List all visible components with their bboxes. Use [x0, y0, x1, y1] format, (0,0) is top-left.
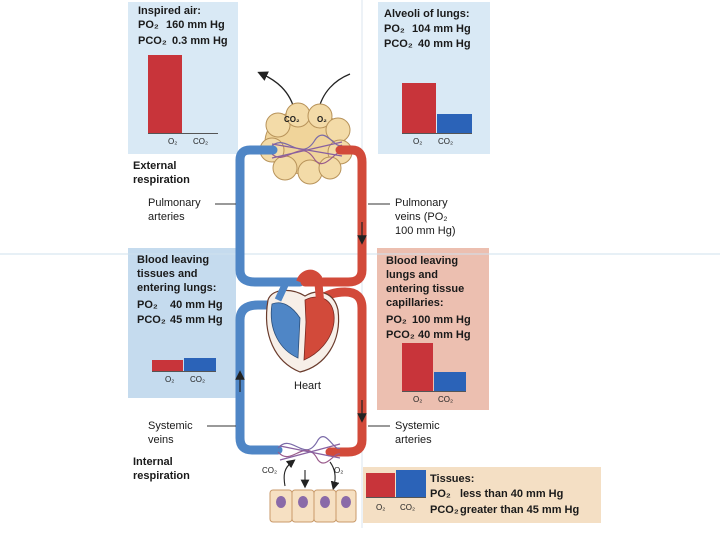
tissue-o2-arrow [329, 461, 340, 491]
alveoli-po2-label: PO₂ [384, 23, 405, 35]
alveoli-title: Alveoli of lungs: [384, 8, 470, 20]
blood-leaving-lungs-line-4: capillaries: [386, 297, 444, 309]
inspired-air-pco2-value: 0.3 mm Hg [172, 35, 228, 47]
blood-leaving-tissues-pco2-value: 45 mm Hg [170, 314, 223, 326]
lung-o2-label: O₂ [317, 115, 327, 124]
blood-leaving-lungs-chart [402, 308, 466, 392]
pulmonary-veins-line-3: 100 mm Hg) [395, 225, 456, 237]
alveoli-cluster [259, 102, 353, 185]
tissues-o2-tick: O₂ [376, 503, 386, 512]
o2-bar [152, 359, 183, 372]
inspired-air-pco2-label: PCO₂ [138, 35, 167, 47]
alveoli-pco2-value: 40 mm Hg [418, 38, 471, 50]
external-respiration-line-2: respiration [133, 174, 190, 186]
pulmonary-arteries-line-1: Pulmonary [148, 197, 201, 209]
pulmonary-artery-vessel [235, 145, 305, 287]
alveoli-po2-value: 104 mm Hg [412, 23, 471, 35]
alveoli-o2-tick: O₂ [413, 137, 423, 146]
inspired-air-title: Inspired air: [138, 5, 201, 17]
o2-bar [148, 54, 182, 134]
inspired-air-po2-label: PO₂ [138, 19, 159, 31]
systemic-arteries-line-2: arteries [395, 434, 432, 446]
pulmonary-vein-vessel [300, 145, 367, 287]
o2-bar [402, 342, 433, 392]
blood-leaving-tissues-o2-tick: O₂ [165, 375, 175, 384]
tissues-co2-tick: CO₂ [400, 503, 416, 512]
o2-bar [366, 472, 395, 498]
tissue-co2-arrow [283, 459, 296, 487]
co2-bar [434, 372, 466, 392]
chart-baseline [148, 133, 218, 134]
internal-respiration-line-1: Internal [133, 456, 173, 468]
alveoli-pco2-label: PCO₂ [384, 38, 413, 50]
internal-respiration-line-2: respiration [133, 470, 190, 482]
blood-leaving-tissues-pco2-label: PCO₂ [137, 314, 166, 326]
chart-baseline [402, 133, 472, 134]
alveoli-chart [402, 50, 472, 134]
inspired-air-o2-tick: O₂ [168, 137, 178, 146]
pulmonary-veins-line-2: veins (PO₂ [395, 211, 448, 223]
blood-leaving-lungs-po2-value: 100 mm Hg [412, 314, 471, 326]
systemic-veins-line-1: Systemic [148, 420, 193, 432]
tissues-po2-label: PO₂ [430, 488, 451, 500]
o2-bar [402, 82, 436, 134]
blood-leaving-lungs-pco2-value: 40 mm Hg [418, 329, 471, 341]
tissue-cells [269, 489, 357, 523]
systemic-artery-vessel [315, 287, 367, 457]
pulmonary-veins-line-1: Pulmonary [395, 197, 448, 209]
blood-leaving-tissues-line-1: Blood leaving [137, 254, 210, 266]
inspired-air-chart [148, 50, 218, 134]
blood-leaving-lungs-line-3: entering tissue [386, 283, 465, 295]
heart-label: Heart [294, 380, 321, 392]
alveoli-co2-tick: CO₂ [438, 137, 454, 146]
tissues-pco2-label: PCO₂ [430, 504, 459, 516]
pulmonary-capillaries [269, 134, 343, 165]
inspired-air-panel [128, 2, 238, 154]
lung-co2-label: CO₂ [284, 115, 300, 124]
heart-illustration [266, 269, 340, 373]
blood-leaving-lungs-line-2: lungs and [386, 269, 438, 281]
blood-leaving-tissues-line-2: tissues and [137, 268, 198, 280]
blood-leaving-tissues-panel [128, 248, 236, 398]
blood-leaving-lungs-panel [377, 248, 489, 410]
tissues-title: Tissues: [430, 473, 475, 485]
co2-bar [396, 470, 426, 498]
systemic-capillaries [277, 436, 341, 464]
tissues-po2-value: less than 40 mm Hg [460, 488, 564, 500]
co2-bar [184, 358, 216, 372]
tissue-co2-label: CO₂ [262, 466, 278, 475]
pulmonary-arteries-line-2: arteries [148, 211, 185, 223]
blood-leaving-tissues-line-3: entering lungs: [137, 282, 217, 294]
blood-leaving-tissues-chart [152, 320, 216, 372]
chart-baseline [402, 391, 466, 392]
blood-leaving-lungs-co2-tick: CO₂ [438, 395, 454, 404]
systemic-veins-line-2: veins [148, 434, 174, 446]
tissue-o2-label: O₂ [334, 466, 344, 475]
co2-bar [437, 114, 472, 134]
inspired-air-co2-tick: CO₂ [193, 137, 209, 146]
blood-leaving-tissues-co2-tick: CO₂ [190, 375, 206, 384]
blood-leaving-lungs-line-1: Blood leaving [386, 255, 459, 267]
blood-leaving-tissues-po2-value: 40 mm Hg [170, 299, 223, 311]
inspired-air-po2-value: 160 mm Hg [166, 19, 225, 31]
tissues-chart [366, 470, 426, 498]
systemic-arteries-line-1: Systemic [395, 420, 440, 432]
blood-leaving-lungs-o2-tick: O₂ [413, 395, 423, 404]
blood-leaving-lungs-po2-label: PO₂ [386, 314, 407, 326]
external-respiration-line-1: External [133, 160, 177, 172]
blood-leaving-lungs-pco2-label: PCO₂ [386, 329, 415, 341]
chart-baseline [366, 497, 426, 498]
chart-baseline [152, 371, 216, 372]
blood-leaving-tissues-po2-label: PO₂ [137, 299, 158, 311]
tissues-pco2-value: greater than 45 mm Hg [460, 504, 580, 516]
